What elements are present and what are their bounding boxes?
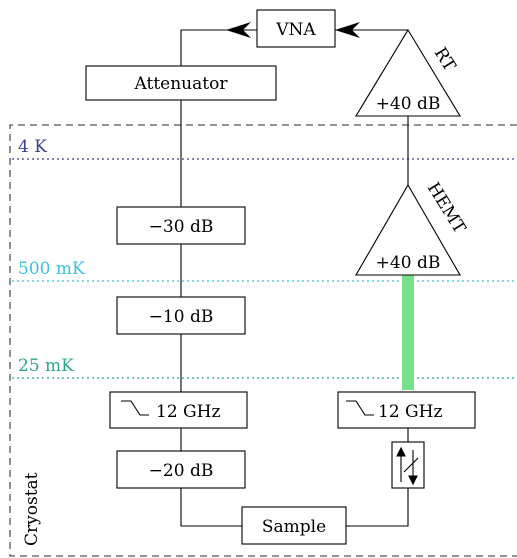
cryostat-label: Cryostat (22, 472, 42, 546)
rt-amplifier (355, 28, 461, 117)
thick-cable (402, 275, 414, 390)
sample-label: Sample (262, 517, 326, 537)
right-filter-label: 12 GHz (378, 402, 442, 422)
isolator-box (391, 441, 425, 489)
vna-box (256, 9, 336, 48)
arrow-from-vna (226, 22, 251, 38)
attenuator-10db-label: −10 dB (149, 307, 214, 327)
arrow-into-vna (335, 22, 360, 38)
attenuator-box (85, 65, 277, 101)
hemt-gain-label: +40 dB (376, 253, 441, 273)
vna-label: VNA (275, 20, 316, 40)
right-filter-box (337, 391, 476, 429)
attenuator-30db-label: −30 dB (149, 217, 214, 237)
attenuator-20db-box (116, 450, 246, 489)
hemt-amplifier (355, 183, 461, 276)
attenuator-label: Attenuator (134, 74, 229, 94)
left-filter-box (109, 391, 248, 429)
level-500mk-label: 500 mK (18, 259, 85, 279)
wire-att20-to-sample (180, 488, 242, 527)
left-filter-label: 12 GHz (156, 402, 220, 422)
rt-gain-label: +40 dB (376, 94, 441, 114)
attenuator-20db-label: −20 dB (149, 461, 214, 481)
attenuator-10db-box (116, 296, 246, 335)
wire-sample-to-isolator (346, 488, 409, 527)
attenuator-30db-box (116, 206, 246, 245)
isolator-icon (396, 446, 419, 486)
level-4k-label: 4 K (18, 137, 47, 157)
rt-name-label: RT (430, 44, 460, 75)
lowpass-filter-icon (121, 400, 149, 416)
cryostat-border (9, 124, 517, 557)
lowpass-filter-icon (346, 400, 374, 416)
sample-box (241, 506, 347, 545)
level-25mk-label: 25 mK (18, 356, 74, 376)
